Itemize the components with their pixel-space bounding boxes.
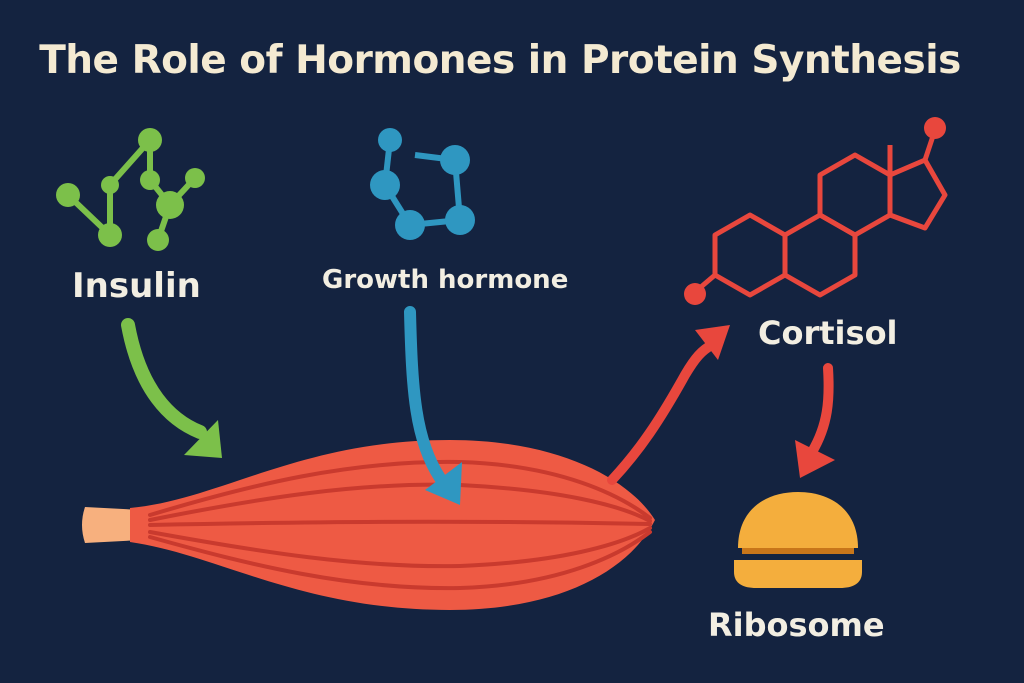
muscle-fiber-illustration <box>82 440 655 610</box>
cortisol-to-ribosome-arrow <box>795 363 835 478</box>
cortisol-steroid-structure-icon <box>684 117 948 305</box>
tendon <box>82 507 142 543</box>
growth-hormone-molecule-icon <box>370 128 475 240</box>
insulin-to-muscle-arrow <box>121 318 222 458</box>
ribosome-label: Ribosome <box>708 606 885 644</box>
cortisol-label: Cortisol <box>758 314 898 352</box>
growth-hormone-label: Growth hormone <box>322 265 569 295</box>
muscle-to-cortisol-arrow <box>607 325 730 485</box>
growth-hormone-to-muscle-arrow <box>404 306 462 505</box>
insulin-label: Insulin <box>72 266 201 306</box>
ribosome-icon <box>734 492 862 588</box>
insulin-molecule-icon <box>56 128 205 251</box>
page-title: The Role of Hormones in Protein Synthesi… <box>39 38 961 83</box>
